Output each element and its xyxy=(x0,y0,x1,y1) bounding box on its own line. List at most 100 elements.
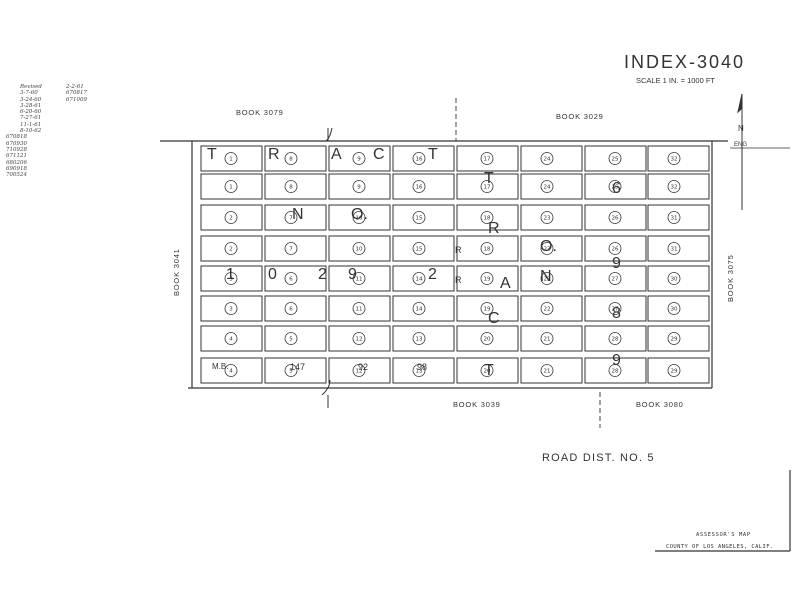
tract-letter: C xyxy=(373,146,385,163)
page-number: 32 xyxy=(671,157,678,163)
page-number: 8 xyxy=(289,185,293,191)
road-label: R xyxy=(455,245,462,255)
tract-letter: O. xyxy=(351,206,368,223)
page-number-circle xyxy=(224,272,238,285)
north-sub-label: ENG xyxy=(734,142,748,148)
page-number-circle xyxy=(412,152,426,165)
page-number: 22 xyxy=(544,307,551,313)
parcel-block xyxy=(328,325,391,352)
page-number: 10 xyxy=(356,216,363,222)
page-number-circle xyxy=(412,302,426,315)
parcel-block xyxy=(200,173,263,200)
page-number-circle xyxy=(480,302,494,315)
tract-letter-vertical: A xyxy=(500,275,511,292)
parcel-block xyxy=(520,357,583,384)
tract-letter-vertical: O. xyxy=(540,238,557,255)
road-district-label: ROAD DIST. NO. 5 xyxy=(542,452,655,464)
parcel-block xyxy=(647,235,710,262)
page-number-circle xyxy=(667,272,681,285)
page-number-circle xyxy=(412,332,426,345)
page-number: 18 xyxy=(484,216,491,222)
parcel-block xyxy=(328,235,391,262)
page-number-circle xyxy=(224,302,238,315)
map-book-page: 147 xyxy=(290,362,306,372)
page-number: 24 xyxy=(544,157,551,163)
revision-date: 6-20-60 xyxy=(20,109,42,116)
page-number-circle xyxy=(608,364,622,377)
revision-date: 8-10-62 xyxy=(20,128,42,135)
revision-date: 710928 xyxy=(6,146,27,153)
page-number-circle xyxy=(224,242,238,255)
parcel-block xyxy=(584,204,647,231)
tract-number-vertical: 6 xyxy=(612,180,621,197)
page-number: 31 xyxy=(671,216,678,222)
page-number-circle xyxy=(540,180,554,193)
page-number: 10 xyxy=(356,247,363,253)
tract-letter-vertical: R xyxy=(488,220,500,237)
page-number: 23 xyxy=(544,216,551,222)
page-number-circle xyxy=(480,364,494,377)
parcel-block xyxy=(392,235,455,262)
tract-number-vertical: 9 xyxy=(612,255,621,272)
page-number-circle xyxy=(224,180,238,193)
tract-letter: A xyxy=(331,146,342,163)
page-number: 2 xyxy=(229,216,233,222)
page-number-circle xyxy=(284,272,298,285)
page-number-circle xyxy=(480,242,494,255)
page-number-circle xyxy=(608,332,622,345)
tract-letter-vertical: T xyxy=(484,362,494,379)
page-number-circle xyxy=(284,364,298,377)
page-number: 18 xyxy=(484,247,491,253)
page-number-circle xyxy=(540,302,554,315)
page-number: 19 xyxy=(484,277,491,283)
map-book-page: 98 xyxy=(417,362,428,372)
page-number-circle xyxy=(608,152,622,165)
page-number-circle xyxy=(224,332,238,345)
tract-number-digit: 2 xyxy=(428,266,437,283)
parcel-block xyxy=(328,173,391,200)
parcel-block xyxy=(647,204,710,231)
parcel-block xyxy=(647,357,710,384)
page-number: 9 xyxy=(357,157,361,163)
page-number: 28 xyxy=(612,369,619,375)
revision-date: 7-27-61 xyxy=(20,115,42,122)
page-number: 7 xyxy=(289,247,293,253)
revision-date: 11-1-61 xyxy=(20,121,42,128)
parcel-block xyxy=(200,295,263,322)
page-number: 27 xyxy=(612,307,619,313)
page-number-circle xyxy=(352,152,366,165)
parcel-block xyxy=(328,204,391,231)
page-number-circle xyxy=(352,364,366,377)
page-number: 14 xyxy=(416,307,423,313)
page-number: 1 xyxy=(229,185,233,191)
page-number: 4 xyxy=(229,337,233,343)
page-number: 2 xyxy=(229,247,233,253)
parcel-block xyxy=(584,357,647,384)
parcel-block xyxy=(200,235,263,262)
page-number: 1 xyxy=(229,157,233,163)
page-number-circle xyxy=(540,272,554,285)
parcel-block xyxy=(584,265,647,292)
parcel-block xyxy=(456,204,519,231)
page-number-circle xyxy=(608,242,622,255)
page-number-circle xyxy=(412,180,426,193)
page-number: 25 xyxy=(612,185,619,191)
page-number: 16 xyxy=(416,185,423,191)
parcel-block xyxy=(392,295,455,322)
page-number: 4 xyxy=(229,369,233,375)
page-number-circle xyxy=(667,211,681,224)
tract-number-digit: 9 xyxy=(348,266,357,283)
page-number: 8 xyxy=(289,157,293,163)
north-label: N xyxy=(738,124,744,133)
revision-heading: Revised xyxy=(20,84,42,90)
revision-date: 3-28-61 xyxy=(20,102,42,109)
revision-date: 700524 xyxy=(6,172,27,179)
parcel-block xyxy=(520,295,583,322)
page-number: 25 xyxy=(612,157,619,163)
parcel-block xyxy=(200,204,263,231)
tract-letter: T xyxy=(428,146,438,163)
page-number-circle xyxy=(412,242,426,255)
page-number: 13 xyxy=(416,337,423,343)
page-number-circle xyxy=(480,332,494,345)
